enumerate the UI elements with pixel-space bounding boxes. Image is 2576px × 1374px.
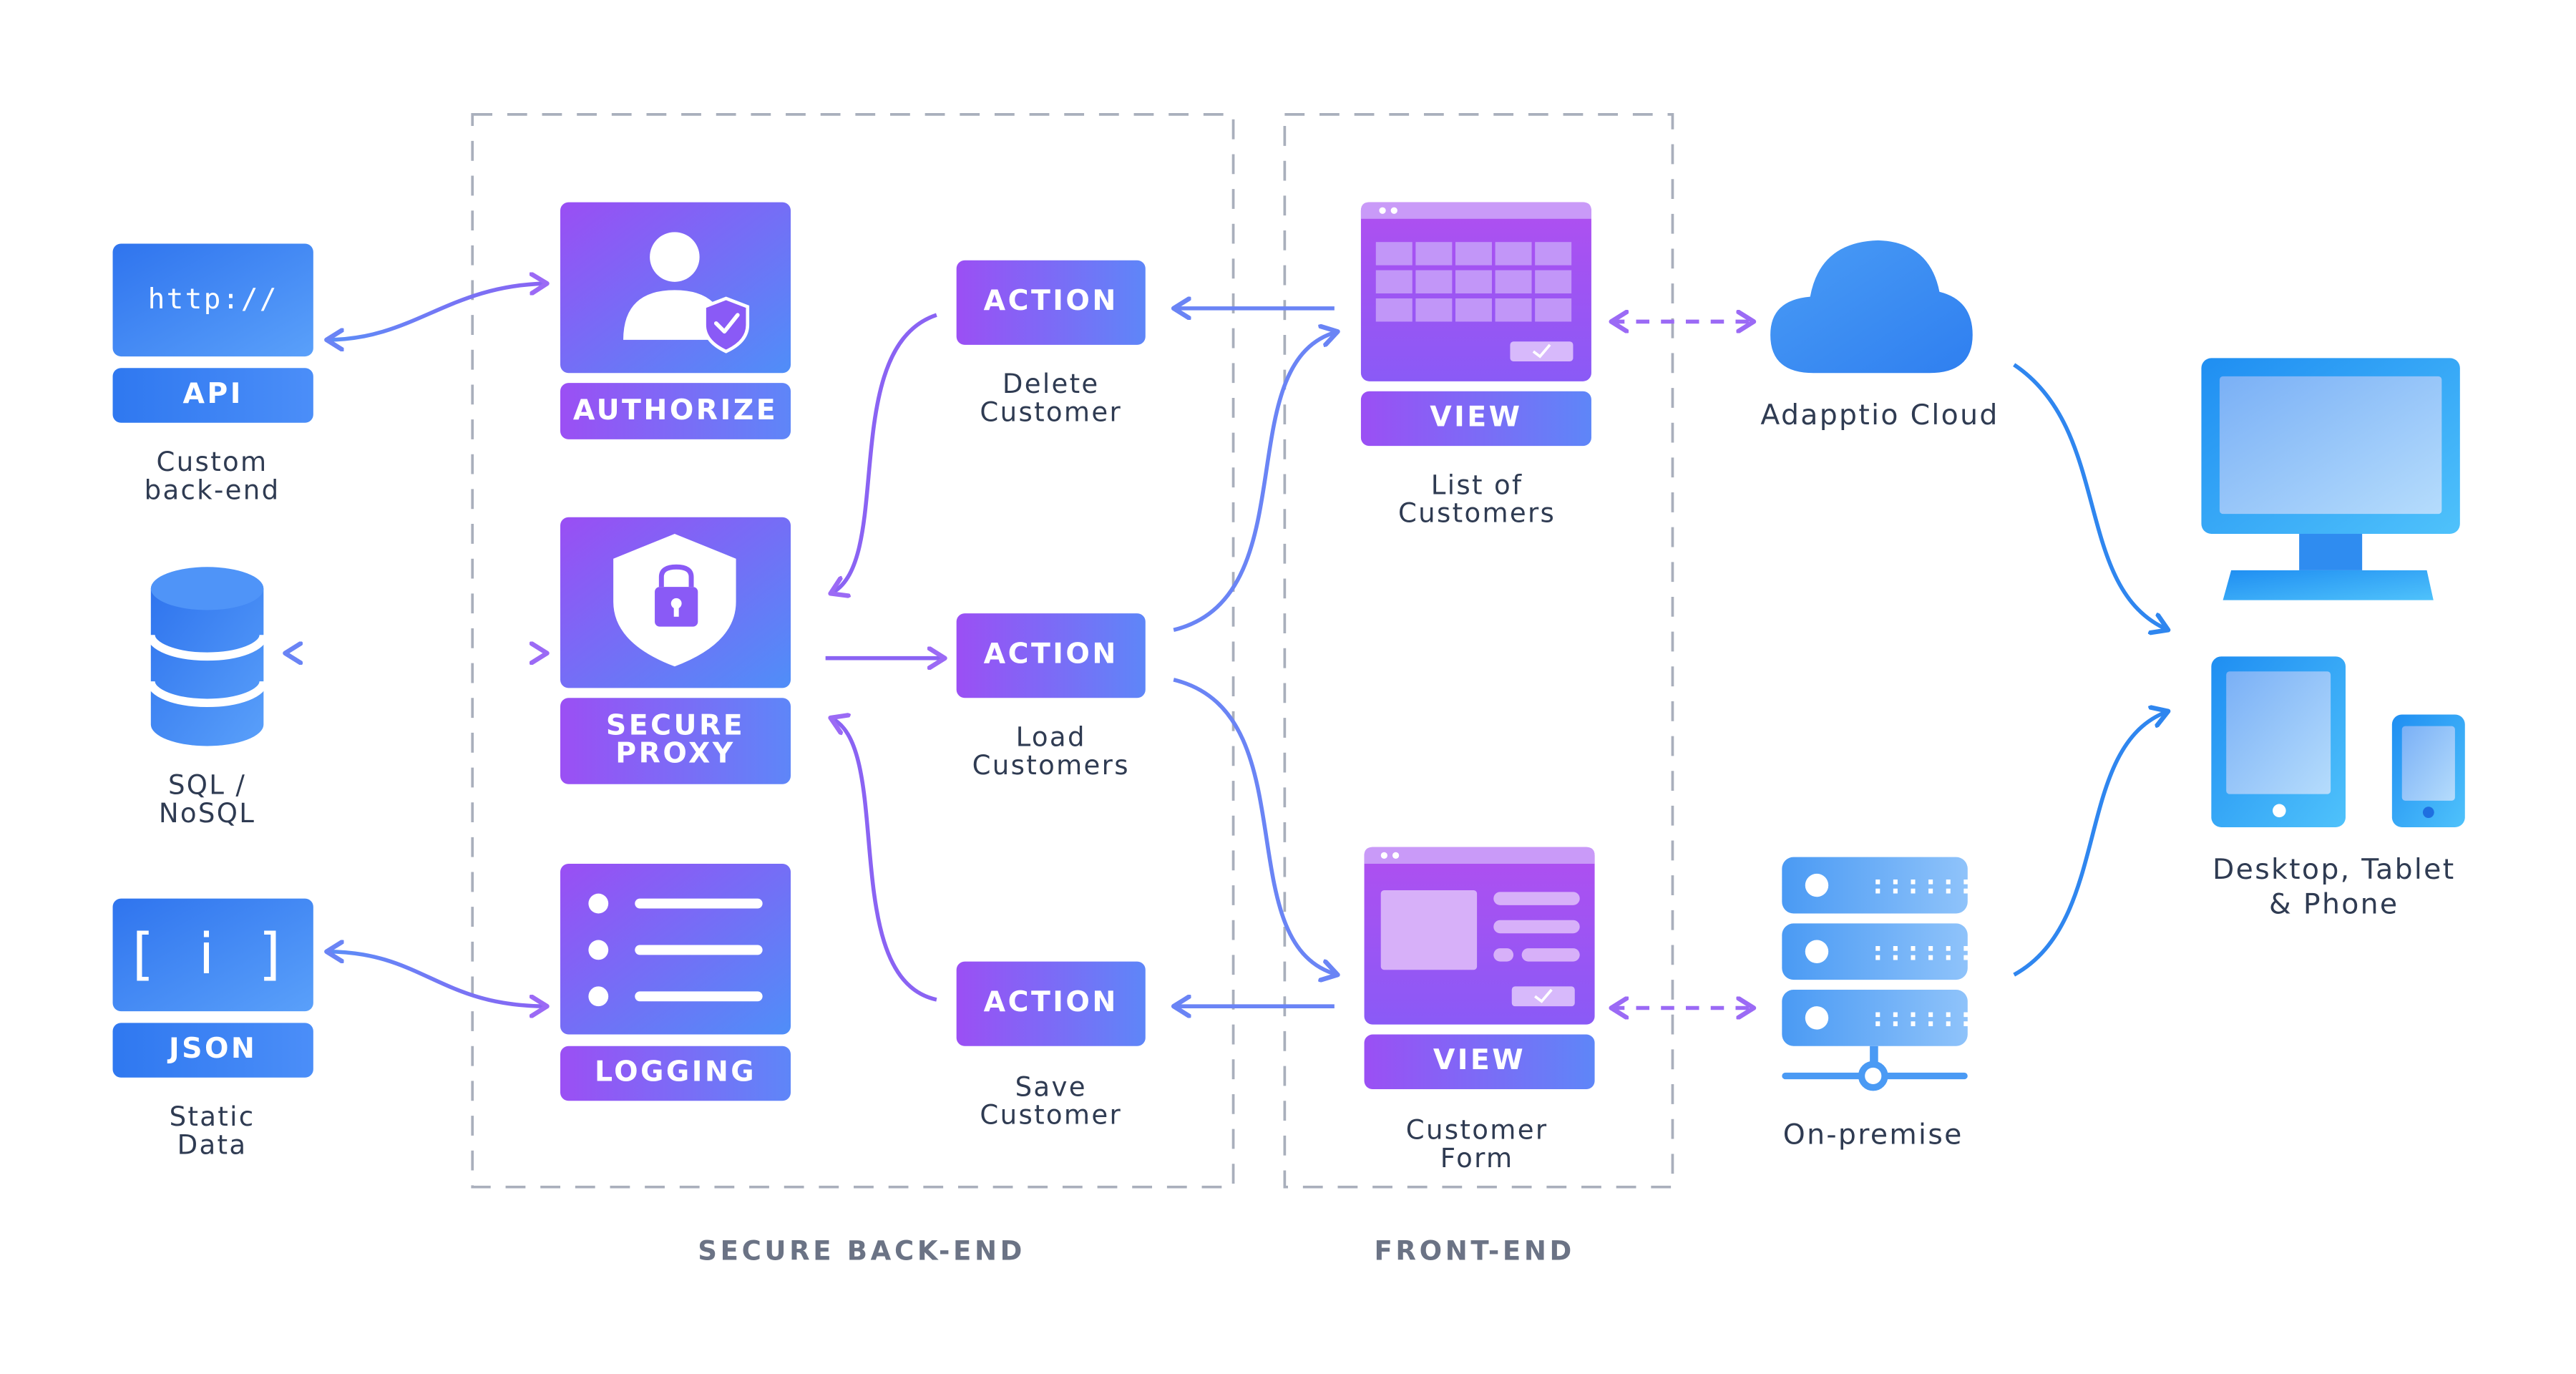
arrow-load-list	[1173, 331, 1337, 633]
view-list-tag: VIEW	[1360, 391, 1591, 447]
secure-proxy-tag: SECURE PROXY	[560, 698, 791, 784]
arrow-load-form	[1173, 678, 1337, 975]
section-frontend-title: FRONT-END	[1374, 1234, 1575, 1267]
cloud-caption: Adapptio Cloud	[1760, 399, 1999, 433]
onprem-caption: On-premise	[1782, 1119, 1963, 1153]
action-load-caption: Load Customers	[972, 721, 1130, 781]
svg-text::::::::: :::::::	[1870, 935, 1993, 966]
api-tag: API	[112, 368, 313, 423]
action-load-tag: ACTION	[956, 613, 1146, 698]
action-save-caption: Save Customer	[980, 1071, 1123, 1131]
api-url-text: http://	[147, 282, 278, 316]
sql-caption: SQL / NoSQL	[158, 769, 256, 829]
devices-caption: Desktop, Tablet & Phone	[2212, 854, 2456, 922]
api-caption: Custom back-end	[144, 446, 280, 506]
view-form-caption: Customer Form	[1405, 1114, 1548, 1174]
arrow-save-proxy	[831, 718, 937, 1002]
authorize-tag: AUTHORIZE	[560, 383, 791, 439]
cloud-icon	[1770, 240, 1973, 374]
view-list-caption: List of Customers	[1397, 469, 1556, 529]
tablet-icon	[2211, 656, 2346, 827]
authorize-tile	[560, 202, 791, 374]
arrow-delete-proxy	[831, 313, 937, 593]
monitor-icon	[2201, 358, 2460, 600]
window-form-icon	[1364, 847, 1595, 1025]
section-backend-title: SECURE BACK-END	[698, 1234, 1025, 1267]
action-save-tag: ACTION	[956, 961, 1146, 1046]
arrow-onprem-devices	[2013, 711, 2168, 977]
api-box	[112, 243, 313, 357]
server-icon: ::::::: ::::::: :::::::	[1782, 857, 1993, 1091]
phone-icon	[2391, 714, 2465, 827]
logging-tag: LOGGING	[560, 1046, 791, 1101]
json-box	[112, 898, 313, 1012]
svg-text::::::::: :::::::	[1870, 869, 1993, 900]
action-delete-caption: Delete Customer	[980, 368, 1123, 428]
user-shield-icon	[623, 232, 750, 354]
arrow-api-authorize	[326, 283, 547, 340]
arrow-json-logging	[326, 952, 547, 1006]
view-form-tag: VIEW	[1364, 1034, 1595, 1090]
action-delete-tag: ACTION	[956, 260, 1146, 345]
json-tag: JSON	[112, 1023, 313, 1078]
svg-text::::::::: :::::::	[1870, 1002, 1993, 1033]
backend-section-frame	[471, 112, 1235, 1189]
json-brace-text: [ i ]	[132, 920, 294, 988]
frontend-section-frame	[1283, 112, 1674, 1189]
arrow-cloud-devices	[2013, 363, 2168, 630]
list-icon	[588, 893, 763, 1007]
window-grid-icon	[1360, 202, 1591, 381]
json-caption: Static Data	[169, 1101, 255, 1161]
shield-lock-icon	[613, 533, 736, 667]
database-icon	[147, 567, 268, 746]
